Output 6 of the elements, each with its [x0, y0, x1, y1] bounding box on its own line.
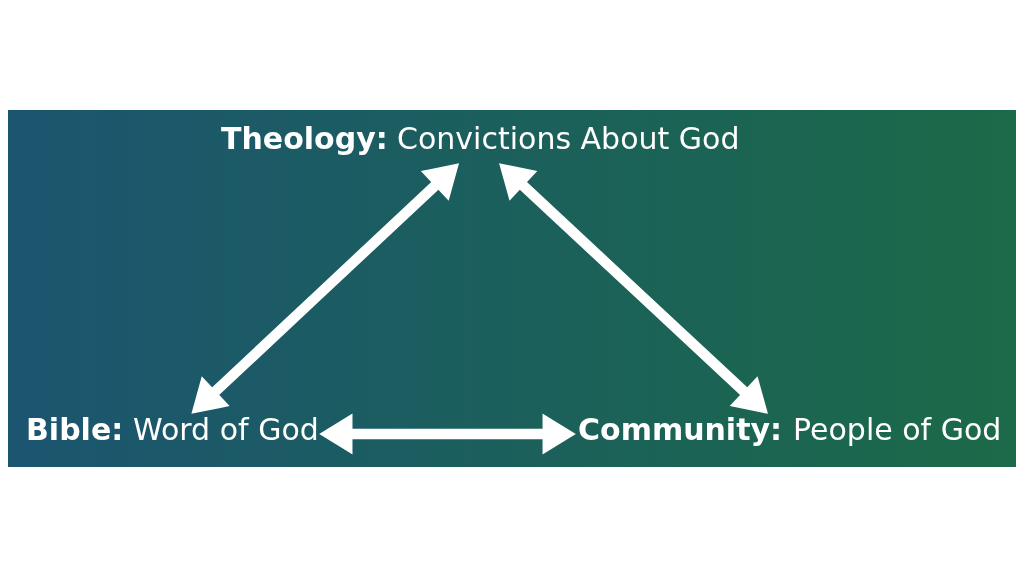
node-text: Community: People of God	[578, 411, 1002, 447]
arrow	[191, 162, 460, 414]
node-text: Theology: Convictions About God	[221, 120, 740, 156]
arrow	[319, 413, 576, 454]
node-text: Bible: Word of God	[26, 411, 319, 447]
arrow	[499, 162, 768, 414]
